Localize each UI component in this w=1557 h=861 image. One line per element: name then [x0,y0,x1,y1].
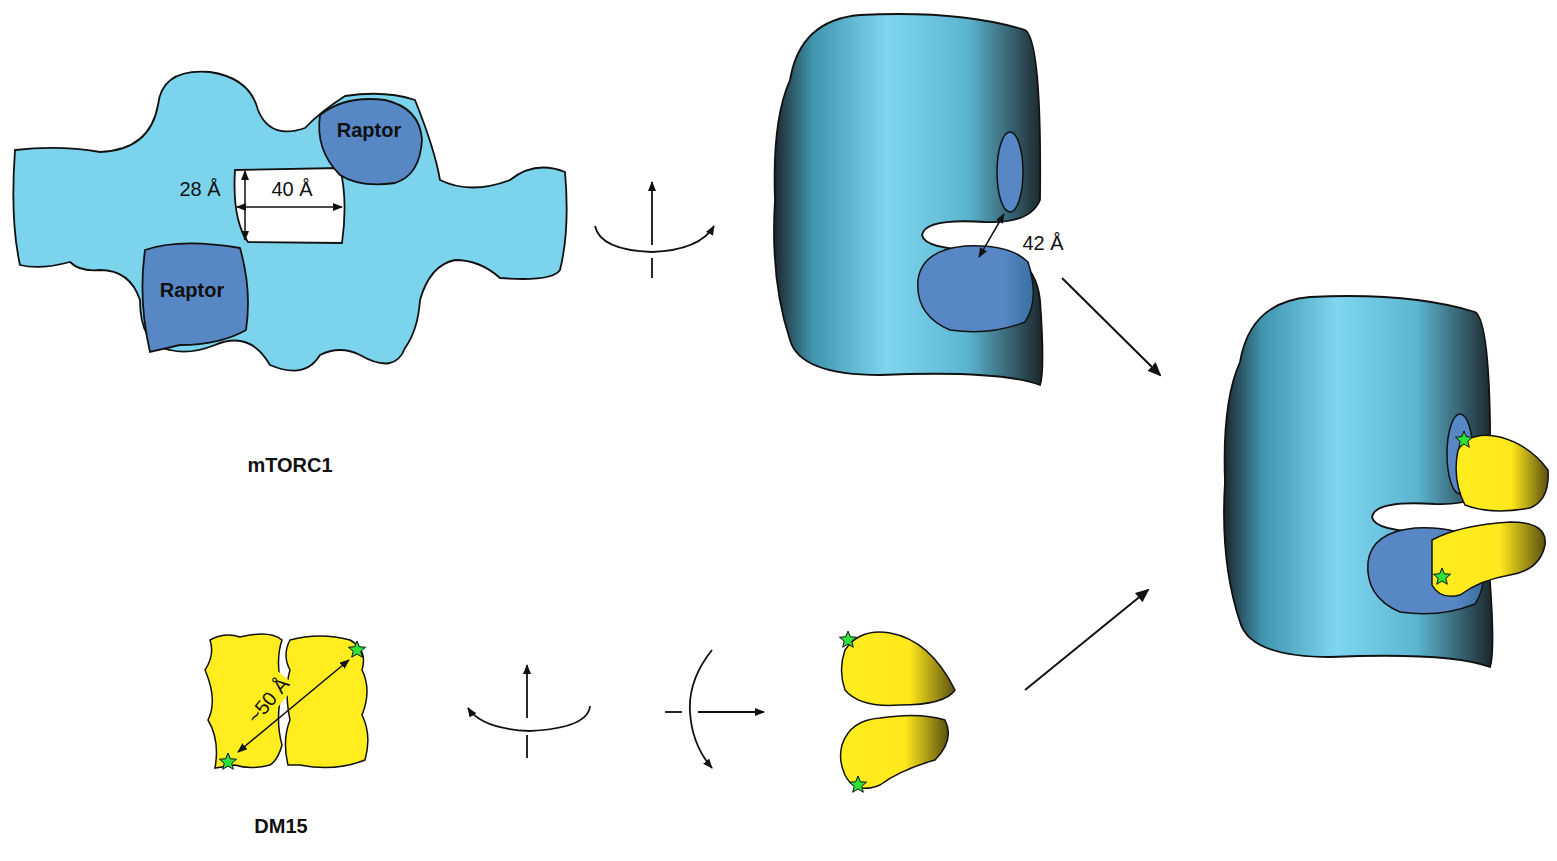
dm15-side-view [839,631,955,792]
rotation-symbol [595,182,714,278]
shape-outline [195,622,385,842]
mtorc1-side-view [774,14,1043,385]
dimension-label: 28 Å [179,178,220,201]
dimension-label: 42 Å [1022,232,1063,255]
dm15-dimer: DM15 [195,622,385,842]
shape-outline [312,94,426,190]
dimension-label: 40 Å [271,178,312,201]
subunit-name: Raptor [337,119,401,142]
rotation-symbol [468,665,590,758]
raptor-subunit: Raptor [312,94,426,190]
complex-view [1224,296,1548,667]
shape-outline [5,50,575,490]
flow-arrow [1062,278,1160,375]
flow-arrow [1025,590,1148,690]
rotation-symbol [665,650,764,768]
mtorc1-complex: mTORC1RaptorRaptor [5,50,575,490]
protein-name: DM15 [254,815,307,838]
raptor-subunit: Raptor [138,236,254,354]
subunit-name: Raptor [160,279,224,302]
complex-name: mTORC1 [247,454,332,477]
